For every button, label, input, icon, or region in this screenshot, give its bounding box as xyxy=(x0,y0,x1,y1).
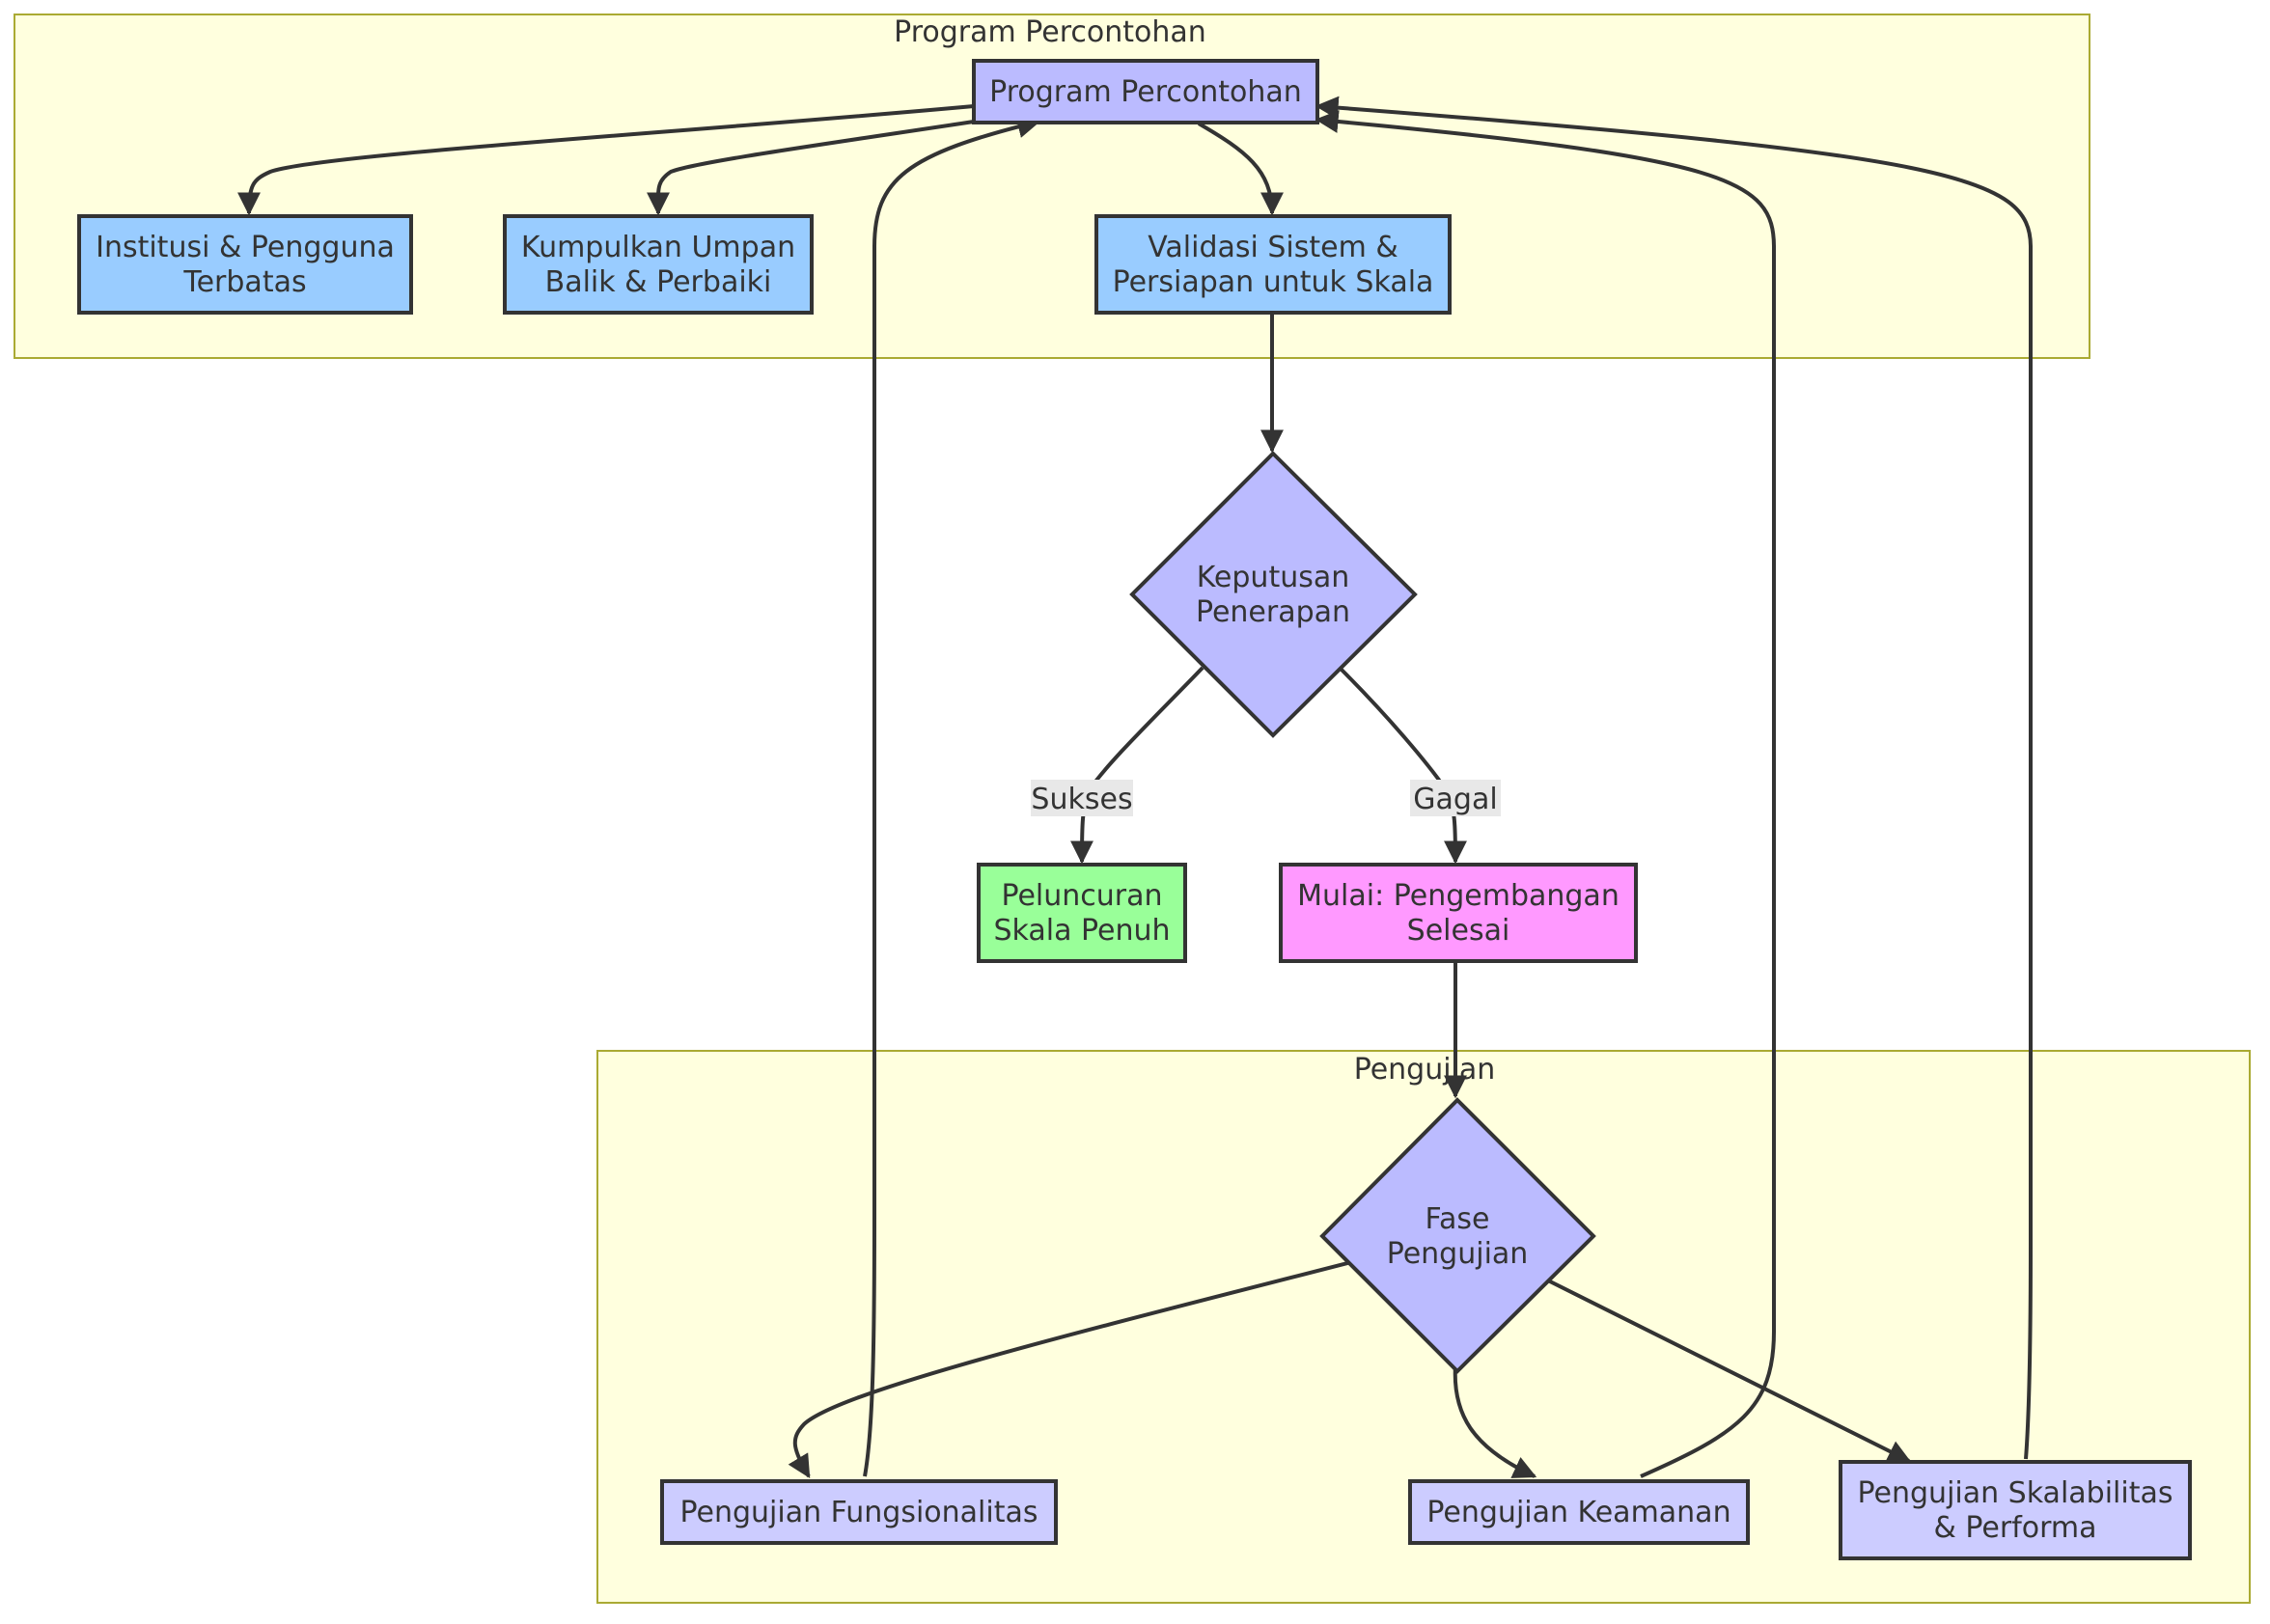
edge-testphase-to-scalability xyxy=(1545,1278,1912,1463)
node-label-line: Persiapan untuk Skala xyxy=(1113,265,1434,299)
node-label-line: & Performa xyxy=(1933,1511,2096,1545)
node-pengujian-keamanan[interactable]: Pengujian Keamanan xyxy=(1408,1479,1750,1545)
edge-security-to-pilot xyxy=(1315,110,1776,1478)
edge-functional-to-pilot xyxy=(863,115,1041,1477)
node-label-line: Program Percontohan xyxy=(989,75,1302,109)
node-program-percontohan[interactable]: Program Percontohan xyxy=(972,59,1319,124)
node-label-line: Balik & Perbaiki xyxy=(545,265,772,299)
node-label-line: Fase xyxy=(1426,1202,1490,1236)
node-label-line: Selesai xyxy=(1407,914,1510,948)
node-label-line: Institusi & Pengguna xyxy=(96,231,395,264)
node-label-line: Validasi Sistem & xyxy=(1148,231,1398,264)
node-label-line: Pengujian Skalabilitas xyxy=(1858,1476,2173,1510)
cluster-label-testing: Pengujian xyxy=(1354,1053,1496,1087)
node-label-line: Skala Penuh xyxy=(993,914,1170,948)
edges xyxy=(237,96,2033,1479)
node-label-line: Mulai: Pengembangan xyxy=(1297,879,1619,913)
node-label-line: Pengujian Keamanan xyxy=(1426,1496,1730,1529)
edge-label-fail: Gagal xyxy=(1410,780,1501,816)
node-label-line: Peluncuran xyxy=(1001,879,1162,913)
edge-decision-fail xyxy=(1338,666,1467,865)
node-label-line: Terbatas xyxy=(182,265,306,299)
node-label-line: Penerapan xyxy=(1196,595,1350,629)
edge-testphase-to-functional xyxy=(788,1260,1352,1479)
edge-decision-success xyxy=(1070,666,1204,865)
node-label: Pengujian Skalabilitas& Performa xyxy=(1858,1476,2173,1545)
svg-text:Sukses: Sukses xyxy=(1031,783,1132,816)
node-label-line: Pengujian Fungsionalitas xyxy=(679,1496,1038,1529)
node-label: Pengujian Fungsionalitas xyxy=(679,1496,1038,1529)
node-label-line: Pengujian xyxy=(1387,1237,1529,1271)
node-pengujian-fungsionalitas[interactable]: Pengujian Fungsionalitas xyxy=(660,1479,1058,1545)
node-label: Validasi Sistem &Persiapan untuk Skala xyxy=(1113,231,1434,299)
node-pengujian-skalabilitas[interactable]: Pengujian Skalabilitas& Performa xyxy=(1839,1460,2192,1560)
node-label-line: Keputusan xyxy=(1197,561,1350,594)
node-validasi-sistem[interactable]: Validasi Sistem &Persiapan untuk Skala xyxy=(1094,214,1452,315)
edge-label-success: Sukses xyxy=(1031,780,1133,816)
edge-pilot-to-validate xyxy=(1197,122,1284,216)
node-label: Program Percontohan xyxy=(989,75,1302,109)
edge-scalability-to-pilot xyxy=(1315,96,2033,1460)
edge-pilot-to-feedback xyxy=(646,120,975,216)
svg-text:Gagal: Gagal xyxy=(1413,783,1497,816)
edge-testphase-to-security xyxy=(1453,1364,1537,1478)
cluster-label-pilot: Program Percontohan xyxy=(894,15,1206,49)
node-label-line: Kumpulkan Umpan xyxy=(521,231,795,264)
edge-pilot-to-institutions xyxy=(237,104,975,216)
node-label: Pengujian Keamanan xyxy=(1426,1496,1730,1529)
